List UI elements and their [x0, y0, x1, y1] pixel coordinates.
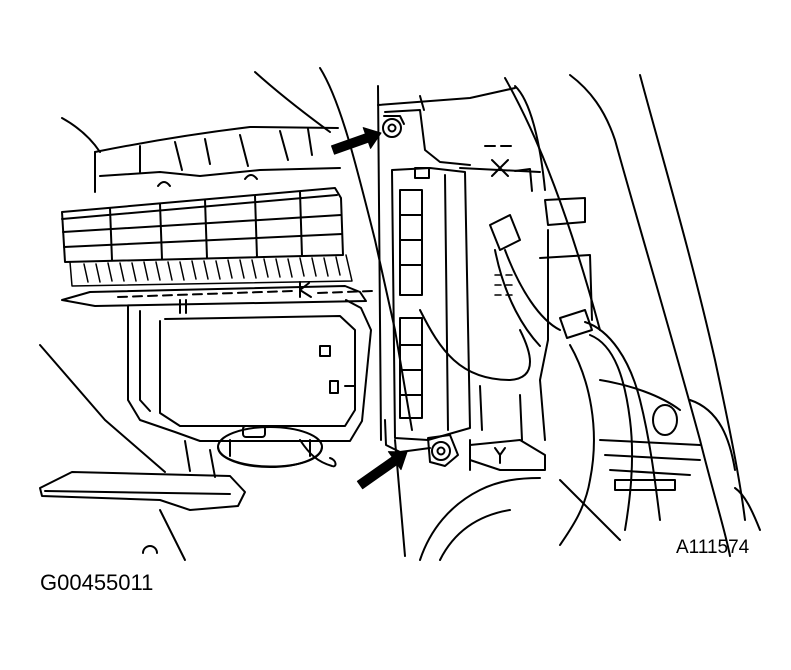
- blower-housing-lower: [127, 299, 372, 442]
- floor-bracket: [39, 471, 246, 511]
- arrow-right-icon: [331, 127, 382, 155]
- arrow-up-right-icon: [356, 451, 408, 490]
- figure-number-label: A111574: [676, 537, 750, 558]
- graphic-id-label: G00455011: [40, 570, 154, 595]
- relay-bracket: [484, 145, 533, 192]
- left-trim-lines: [39, 344, 186, 561]
- right-pillar-trim: [504, 74, 761, 557]
- harness-connector-upper: [489, 214, 521, 251]
- upper-mounting-bolt: [382, 115, 405, 138]
- air-filter-grille: [61, 187, 344, 263]
- housing-flange-plate: [61, 281, 373, 307]
- right-side-panels: [494, 197, 736, 491]
- louver-strip: [69, 254, 353, 287]
- lower-mounting-bolt: [427, 434, 459, 467]
- motor-wire: [299, 439, 337, 468]
- module-connector-lower: [399, 317, 423, 419]
- wiring-harness: [419, 214, 661, 546]
- mount-rail: [377, 85, 541, 557]
- blower-motor: [184, 425, 337, 478]
- module-connector-upper: [399, 189, 423, 296]
- control-module: [384, 167, 471, 453]
- lower-center-bracket: [419, 385, 621, 561]
- harness-connector-lower: [559, 309, 593, 339]
- blower-housing-top: [94, 126, 341, 193]
